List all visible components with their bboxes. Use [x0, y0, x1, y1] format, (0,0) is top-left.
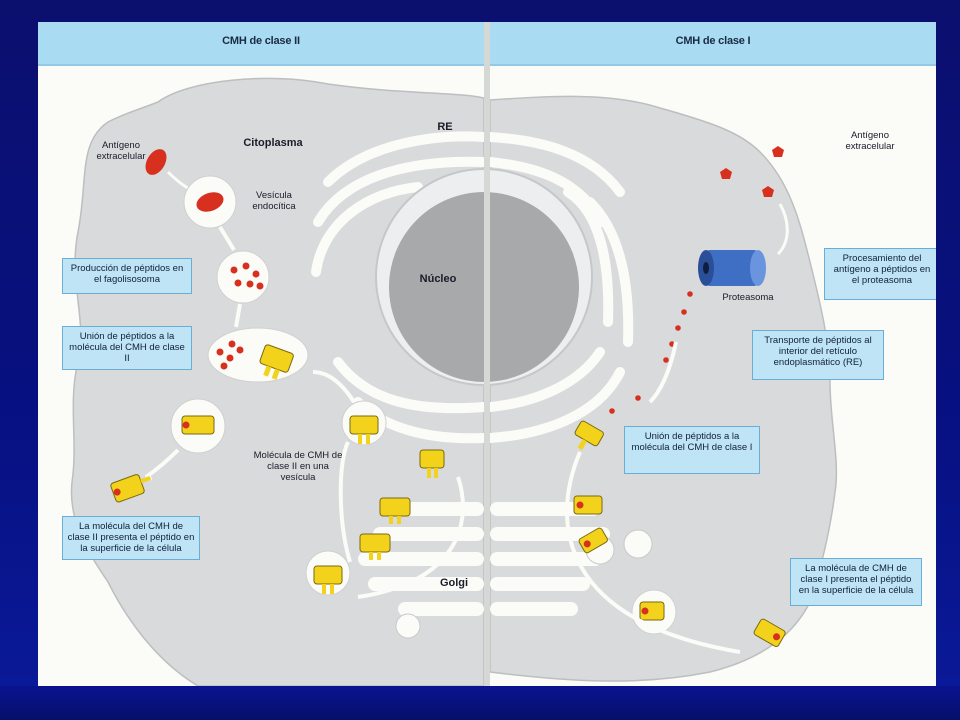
label-proteasome: Proteasoma	[722, 292, 774, 303]
panel-mhc-class-ii: CMH de clase II Antígeno extracelular Ci…	[38, 22, 484, 686]
panel-mhc-class-i: CMH de clase I Antígeno extracelular Pro…	[490, 22, 936, 686]
proteasome	[698, 250, 766, 286]
label-cytoplasm: Citoplasma	[243, 137, 303, 149]
box-presentation-ii: La molécula del CMH de clase II presenta…	[62, 516, 200, 560]
label-antigen-right: Antígeno extracelular	[845, 130, 895, 152]
header-class-ii: CMH de clase II	[38, 22, 484, 66]
antigen-particle-left	[145, 149, 167, 175]
panel-title-left: CMH de clase II	[222, 35, 300, 47]
box-peptide-binding-ii: Unión de péptidos a la molécula del CMH …	[62, 326, 192, 370]
box-presentation-i: La molécula de CMH de clase I presenta e…	[790, 558, 922, 606]
panel-title-right: CMH de clase I	[675, 35, 751, 47]
label-nucleus: Núcleo	[419, 273, 457, 285]
antigen-particles-right	[720, 146, 784, 197]
mhc-ii-molecule-1	[259, 344, 294, 380]
figure-frame: CMH de clase II Antígeno extracelular Ci…	[38, 22, 936, 686]
label-endocytic-vesicle: Vesícula endocítica	[252, 190, 296, 212]
phagolysosome	[216, 250, 270, 304]
slide-bottom-band	[0, 686, 960, 720]
label-antigen-left: Antígeno extracelular	[96, 140, 146, 162]
header-class-i: CMH de clase I	[490, 22, 936, 66]
mhc-ii-surface	[110, 474, 152, 503]
box-peptide-production: Producción de péptidos en el fagolisosom…	[62, 258, 192, 294]
box-proteasome-processing: Procesamiento del antígeno a péptidos en…	[824, 248, 936, 300]
label-golgi: Golgi	[439, 577, 469, 589]
label-re: RE	[437, 121, 453, 133]
panel-divider	[484, 22, 490, 686]
cell-illustration-right	[490, 95, 838, 682]
label-mhc-ii-vesicle: Molécula de CMH de clase II en una vesíc…	[253, 450, 343, 483]
box-peptide-binding-i: Unión de péptidos a la molécula del CMH …	[624, 426, 760, 474]
box-transport-re: Transporte de péptidos al interior del r…	[752, 330, 884, 380]
mhc-i-surface	[753, 618, 786, 647]
